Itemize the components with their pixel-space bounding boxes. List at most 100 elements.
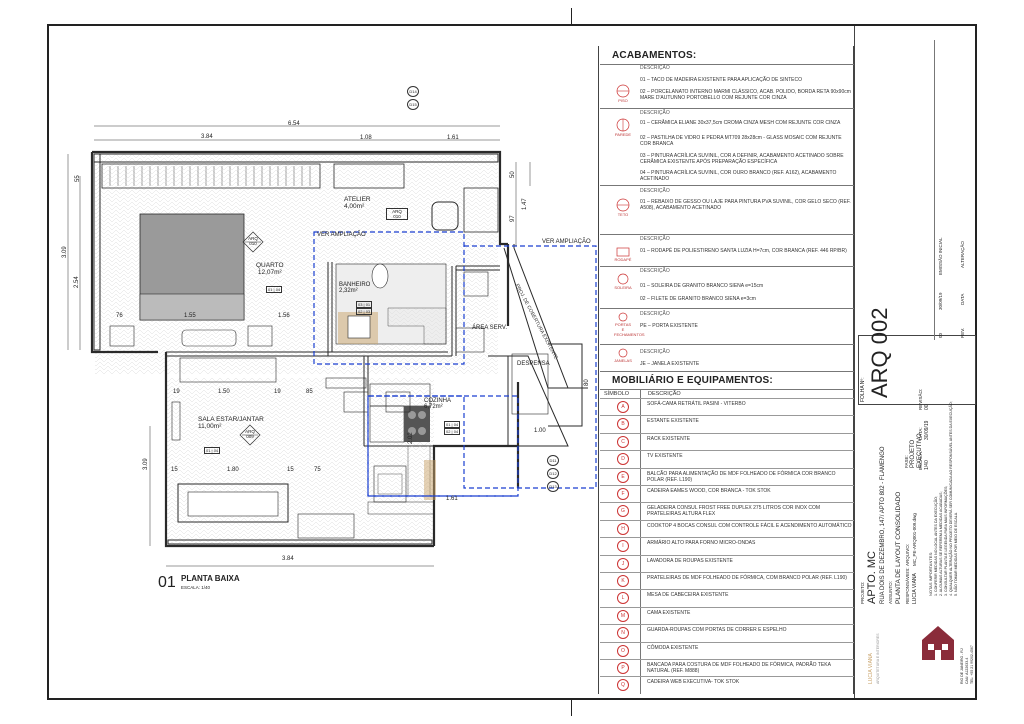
mobiliario-row bbox=[600, 624, 854, 626]
mobiliario-symbol: H bbox=[617, 522, 629, 535]
parede-row-3: 03 – PINTURA ACRÍLICA SUVINIL, COR A DEF… bbox=[640, 153, 844, 165]
janelas-header: DESCRIÇÃO bbox=[640, 349, 670, 355]
parede-row-2: 02 – PASTILHA DE VIDRO E PEDRA MT709 28x… bbox=[640, 135, 842, 147]
mobiliario-description: CAMA EXISTENTE bbox=[647, 609, 691, 616]
finish-tag-2: 03 | 01 bbox=[356, 301, 373, 308]
dim-misc-0: 76 bbox=[116, 313, 123, 319]
dim-right-3: 97 bbox=[510, 215, 516, 222]
dim-misc-1: 1.55 bbox=[184, 313, 196, 319]
finish-tag-4: 01 | 04 bbox=[204, 447, 221, 454]
data-label: DATA: bbox=[918, 427, 923, 440]
data: 30/09/19 bbox=[924, 420, 930, 440]
mobiliario-description: CÔMODA EXISTENTE bbox=[647, 644, 699, 651]
parede-row-1: 01 – CERÂMICA ELIANE 30x37,5cm CROMA CIN… bbox=[640, 120, 841, 126]
finish-tag-5: 01 | 04 bbox=[444, 421, 461, 428]
rack bbox=[179, 357, 277, 383]
teto-row-1: 01 – REBAIXO DE GESSO OU LAJE PARA PINTU… bbox=[640, 199, 851, 211]
dim-left-3: 3.09 bbox=[143, 458, 149, 470]
mobiliario-symbol: C bbox=[617, 435, 629, 448]
mobiliario-description: MESA DE CABECEIRA EXISTENTE bbox=[647, 592, 729, 599]
janelas-symbol: JANELAS bbox=[614, 348, 632, 363]
wardrobe bbox=[101, 163, 321, 189]
rev-row-data: 30/09/19 bbox=[938, 292, 943, 310]
office-chair bbox=[431, 201, 459, 231]
mobiliario-symbol: A bbox=[617, 401, 629, 413]
mobiliario-row bbox=[600, 537, 854, 539]
mobiliario-row bbox=[600, 676, 854, 678]
mobiliario-row bbox=[600, 432, 854, 434]
rodape-header: DESCRIÇÃO bbox=[640, 236, 670, 242]
mobiliario-description: ARMÁRIO ALTO PARA FORNO MICRO-ONDAS bbox=[647, 540, 756, 547]
responsaveis-label: RESPONSÁVEIS: bbox=[905, 567, 910, 604]
mobiliario-description: TV EXISTENTE bbox=[647, 453, 683, 460]
mobiliario-row bbox=[600, 519, 854, 521]
notes-label: NOTAS IMPORTANTES: bbox=[928, 551, 933, 596]
dim-left-1: 3.09 bbox=[62, 246, 68, 258]
mobiliario-description: LAVADORA DE ROUPAS EXISTENTE bbox=[647, 557, 733, 564]
soleira-row-1: 01 – SOLEIRA DE GRANITO BRANCO SIENA e=1… bbox=[640, 283, 764, 289]
folha-label: FOLHA Nº: bbox=[860, 377, 866, 402]
legend-panel bbox=[598, 46, 854, 694]
office-name: LUCIA VIANA bbox=[868, 653, 874, 684]
piso-symbol: PISO bbox=[614, 84, 632, 103]
sewing-desk bbox=[463, 187, 499, 233]
responsavel: LUCIA VIANA bbox=[912, 573, 918, 604]
dim-misc-3: 19 bbox=[173, 389, 180, 395]
mobiliario-row bbox=[600, 450, 854, 452]
dim-misc-8: 1.00 bbox=[534, 428, 546, 434]
escala-label: ESCALA: bbox=[918, 450, 923, 470]
dim-top-3: 1.61 bbox=[447, 135, 459, 141]
mobiliario-row bbox=[600, 415, 854, 417]
ver-ampliacao-2: VER AMPLIAÇÃO bbox=[542, 239, 591, 245]
finish-tag-6: 02 | 04 bbox=[444, 428, 461, 435]
mobiliario-description: PRATELEIRAS DE MDF FOLHEADO DE FÓRMICA, … bbox=[647, 575, 847, 581]
mobiliario-description: ESTANTE EXISTENTE bbox=[647, 418, 699, 425]
office-contact-2: CAU: A122633-4 bbox=[965, 657, 969, 684]
dim-misc-15: 3.84 bbox=[282, 556, 294, 562]
mobiliario-symbol: K bbox=[617, 575, 629, 587]
mobiliario-symbol: O bbox=[617, 644, 629, 657]
center-tick-top bbox=[571, 8, 572, 24]
rodape-symbol: RODAPÉ bbox=[614, 247, 632, 262]
room-area-serv: ÁREA SERV. bbox=[472, 325, 508, 331]
janelas-row-1: JE – JANELA EXISTENTE bbox=[640, 361, 700, 367]
arquivo: MC_PE-ARQ001-009.dwg bbox=[912, 513, 917, 566]
mobiliario-symbol: I bbox=[617, 540, 629, 553]
mobiliario-symbol: B bbox=[617, 418, 629, 431]
piso-header: DESCRIÇÃO bbox=[640, 65, 670, 71]
projeto-name: APTO. MC bbox=[866, 551, 878, 604]
rev-header-alteracao: ALTERAÇÃO bbox=[960, 241, 965, 268]
note-item: 5. NÃO TOMAR MEDIDAS POR MEIO DE ESCALA. bbox=[954, 511, 958, 596]
finish-tag-3: 02 | 03 bbox=[356, 308, 373, 315]
soleira-header: DESCRIÇÃO bbox=[640, 268, 670, 274]
mobiliario-row bbox=[600, 502, 854, 504]
folha-box bbox=[858, 335, 976, 405]
soleira-row-2: 02 – FILETE DE GRANITO BRANCO SIENA e=3c… bbox=[640, 296, 756, 302]
office-contact-1: RIO DE JANEIRO - RJ bbox=[960, 648, 964, 684]
mobiliario-symbol: L bbox=[617, 592, 629, 605]
mobiliario-description: CADEIRA EAMES WOOD, COR BRANCA - TOK STO… bbox=[647, 488, 771, 494]
parede-symbol: PAREDE bbox=[614, 118, 632, 137]
portas-symbol: PORTAS E FECHAMENTOS bbox=[614, 312, 645, 337]
plan-title-number: 01 bbox=[158, 574, 176, 591]
dim-top-1: 3.84 bbox=[201, 134, 213, 140]
dim-misc-5: 19 bbox=[274, 389, 281, 395]
exterior-walls bbox=[90, 150, 520, 548]
mobiliario-description: COOKTOP 4 BOCAS CONSUL COM CONTROLE FÁCI… bbox=[647, 522, 852, 529]
note-item: 4. QUALQUER ALTERAÇÃO NO PROJETO DEVERÁ … bbox=[949, 401, 953, 596]
dim-misc-7: 2.02 bbox=[408, 432, 414, 444]
mobiliario-row bbox=[600, 572, 854, 573]
plan-title: PLANTA BAIXA bbox=[181, 574, 240, 583]
mobiliario-row bbox=[600, 398, 854, 399]
revision-table bbox=[934, 40, 975, 340]
title-block bbox=[854, 26, 977, 698]
mobiliario-row bbox=[600, 641, 854, 643]
center-tick-bottom bbox=[571, 700, 572, 716]
arquivo-label: ARQUIVO: bbox=[905, 543, 910, 566]
office-sub: ARQUITETURA E INTERIORES bbox=[876, 633, 880, 684]
